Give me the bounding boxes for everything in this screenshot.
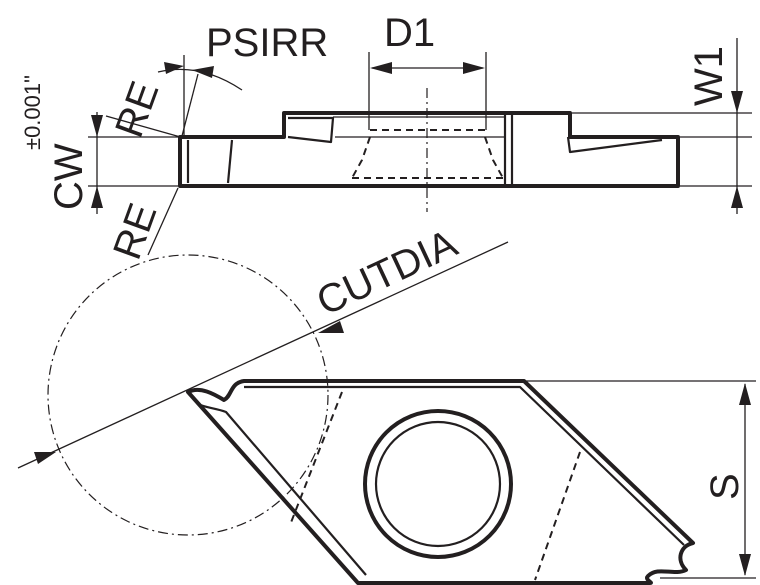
re-top-dimension: RE (105, 76, 185, 143)
side-hidden-hole (351, 129, 504, 179)
center-hole-inner (374, 420, 502, 548)
side-left-wedge (287, 116, 335, 144)
top-view (47, 254, 695, 585)
cw-arrow-top (91, 115, 103, 137)
s-arrow-bottom (739, 554, 751, 576)
hidden-edge-right (534, 451, 581, 581)
cutdia-arrow-right (318, 321, 344, 333)
cw-arrow-bottom (91, 186, 103, 208)
d1-label: D1 (384, 11, 435, 55)
w1-dimension: W1 (572, 38, 752, 214)
psirr-arrow-left (164, 62, 184, 74)
insert-inner-outline (197, 403, 367, 576)
cw-dimension: CW ±0.001" (20, 75, 178, 214)
side-left-inner-line (226, 139, 234, 184)
w1-arrow-bottom (731, 186, 743, 208)
s-dimension: S (526, 380, 756, 579)
insert-inner-top-edge (244, 385, 685, 546)
insert-outline (186, 379, 695, 585)
side-right-wedge (566, 136, 663, 154)
cutdia-arrow-left (34, 452, 56, 464)
d1-dimension: D1 (368, 11, 487, 130)
hidden-edge-left (289, 391, 343, 526)
re-bottom-leader (147, 187, 179, 256)
cutting-diameter-circle (47, 254, 329, 536)
psirr-label: PSIRR (206, 21, 328, 65)
psirr-arrow-right (192, 66, 214, 78)
re-bottom-dimension: RE (105, 187, 179, 265)
cutdia-dimension: CUTDIA (17, 221, 509, 469)
side-view (178, 88, 680, 212)
re-top-leader (105, 115, 185, 139)
side-view-outline (178, 111, 680, 188)
re-bottom-label: RE (105, 198, 165, 265)
w1-arrow-top (731, 91, 743, 113)
s-label: S (703, 473, 747, 500)
d1-arrow-left (370, 62, 392, 74)
s-arrow-top (739, 383, 751, 405)
center-hole-outer (363, 409, 513, 559)
cw-tolerance: ±0.001" (20, 75, 45, 150)
psirr-dimension: PSIRR (157, 21, 328, 137)
d1-arrow-right (463, 62, 485, 74)
psirr-angle-line (181, 73, 199, 137)
cw-label: CW (47, 143, 91, 210)
cutdia-dimension-line (17, 241, 509, 469)
re-top-label: RE (107, 76, 167, 143)
w1-label: W1 (687, 46, 731, 106)
